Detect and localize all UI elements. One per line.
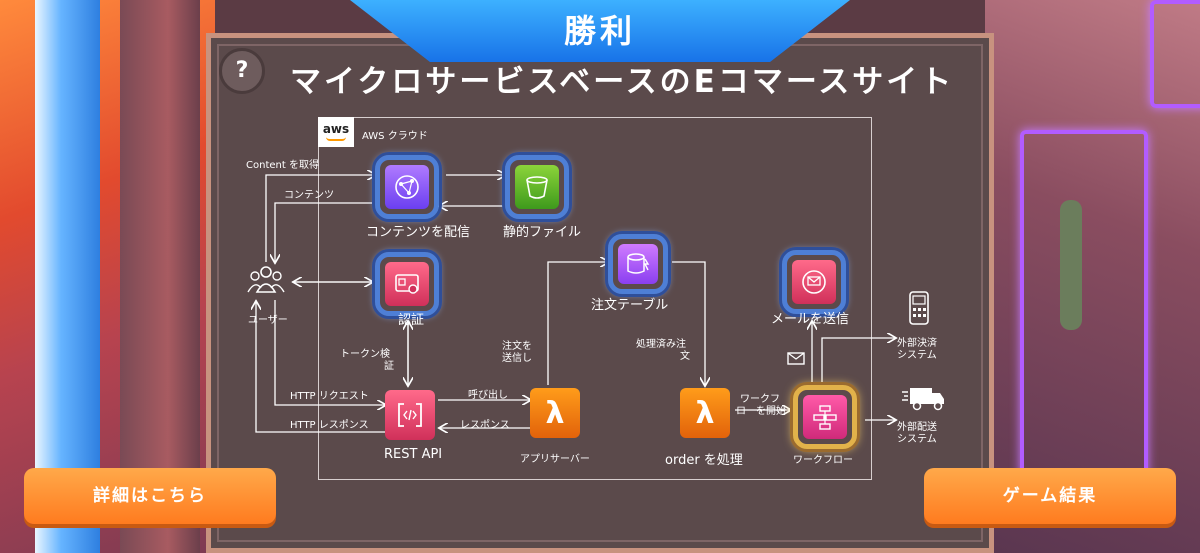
auth-node[interactable] xyxy=(375,252,439,316)
email-icon xyxy=(802,270,826,294)
edge-label-response: レスポンス xyxy=(460,420,510,431)
s3-label: 静的ファイル xyxy=(503,225,582,240)
payment-terminal-icon xyxy=(909,291,929,325)
edge-label-start-workflow-1: ワークフ xyxy=(740,394,780,405)
green-pipe xyxy=(1060,200,1082,330)
cdn-label: コンテンツを配信 xyxy=(366,225,471,240)
victory-banner: 勝利 xyxy=(350,0,850,62)
table-label: 注文テーブル xyxy=(591,298,669,313)
envelope-icon xyxy=(787,352,805,365)
order-processor-node[interactable]: λ xyxy=(680,388,730,438)
details-button[interactable]: 詳細はこちら xyxy=(24,468,276,524)
api-gateway-node[interactable] xyxy=(385,390,435,440)
neon-frame-top xyxy=(1150,0,1200,108)
workflow-node[interactable] xyxy=(793,385,857,449)
order-label: order を処理 xyxy=(665,453,743,468)
edge-label-token-2: 証 xyxy=(384,361,394,372)
delivery-label-1: 外部配送 xyxy=(897,422,937,433)
edge-label-http-response: HTTP レスポンス xyxy=(290,420,369,431)
edge-label-send-order-2: 送信し xyxy=(502,353,532,364)
aws-cloud-boundary xyxy=(318,117,872,480)
app-server-label: アプリサーバー xyxy=(520,454,590,465)
step-functions-icon xyxy=(813,405,837,430)
email-label: メールを送信 xyxy=(771,312,850,327)
game-results-button[interactable]: ゲーム結果 xyxy=(924,468,1176,524)
edge-label-call: 呼び出し xyxy=(468,390,508,401)
s3-node[interactable] xyxy=(505,155,569,219)
network-icon xyxy=(395,175,419,199)
app-server-node[interactable]: λ xyxy=(530,388,580,438)
delivery-truck-icon xyxy=(902,388,944,411)
table-node[interactable] xyxy=(608,234,668,294)
help-button[interactable]: ? xyxy=(219,48,265,94)
edge-label-processed-1: 処理済み注 xyxy=(636,339,686,350)
users-icon xyxy=(247,266,285,293)
payment-label-1: 外部決済 xyxy=(897,338,937,349)
database-icon xyxy=(627,253,650,274)
edge-label-content: コンテンツ xyxy=(284,190,334,201)
auth-label: 認証 xyxy=(398,313,425,328)
payment-label-2: システム xyxy=(897,350,937,361)
edge-label-get-content: Content を取得 xyxy=(246,160,319,171)
edge-label-start-workflow-2: ローを開始 xyxy=(736,406,786,417)
brick-tower xyxy=(120,0,200,553)
edge-label-send-order-1: 注文を xyxy=(502,341,532,352)
lambda-icon: λ xyxy=(695,395,715,431)
cdn-node[interactable] xyxy=(375,155,439,219)
bucket-icon xyxy=(526,176,548,199)
edge-label-http-request: HTTP リクエスト xyxy=(290,391,369,402)
id-card-icon xyxy=(395,274,419,294)
delivery-label-2: システム xyxy=(897,434,937,445)
river xyxy=(35,0,100,553)
api-icon xyxy=(398,403,422,427)
workflow-label: ワークフロー xyxy=(793,455,853,466)
edge-label-token-1: トークン検 xyxy=(340,349,390,360)
board-title: マイクロサービスベースのEコマースサイト xyxy=(290,64,955,100)
neon-frame xyxy=(1020,130,1148,478)
cloud-label: AWS クラウド xyxy=(362,131,428,142)
lambda-icon: λ xyxy=(545,395,565,431)
email-node[interactable] xyxy=(782,250,846,314)
api-label: REST API xyxy=(384,447,443,462)
edge-label-processed-2: 文 xyxy=(680,351,690,362)
user-label: ユーザー xyxy=(248,315,288,326)
aws-logo: aws xyxy=(318,117,354,147)
